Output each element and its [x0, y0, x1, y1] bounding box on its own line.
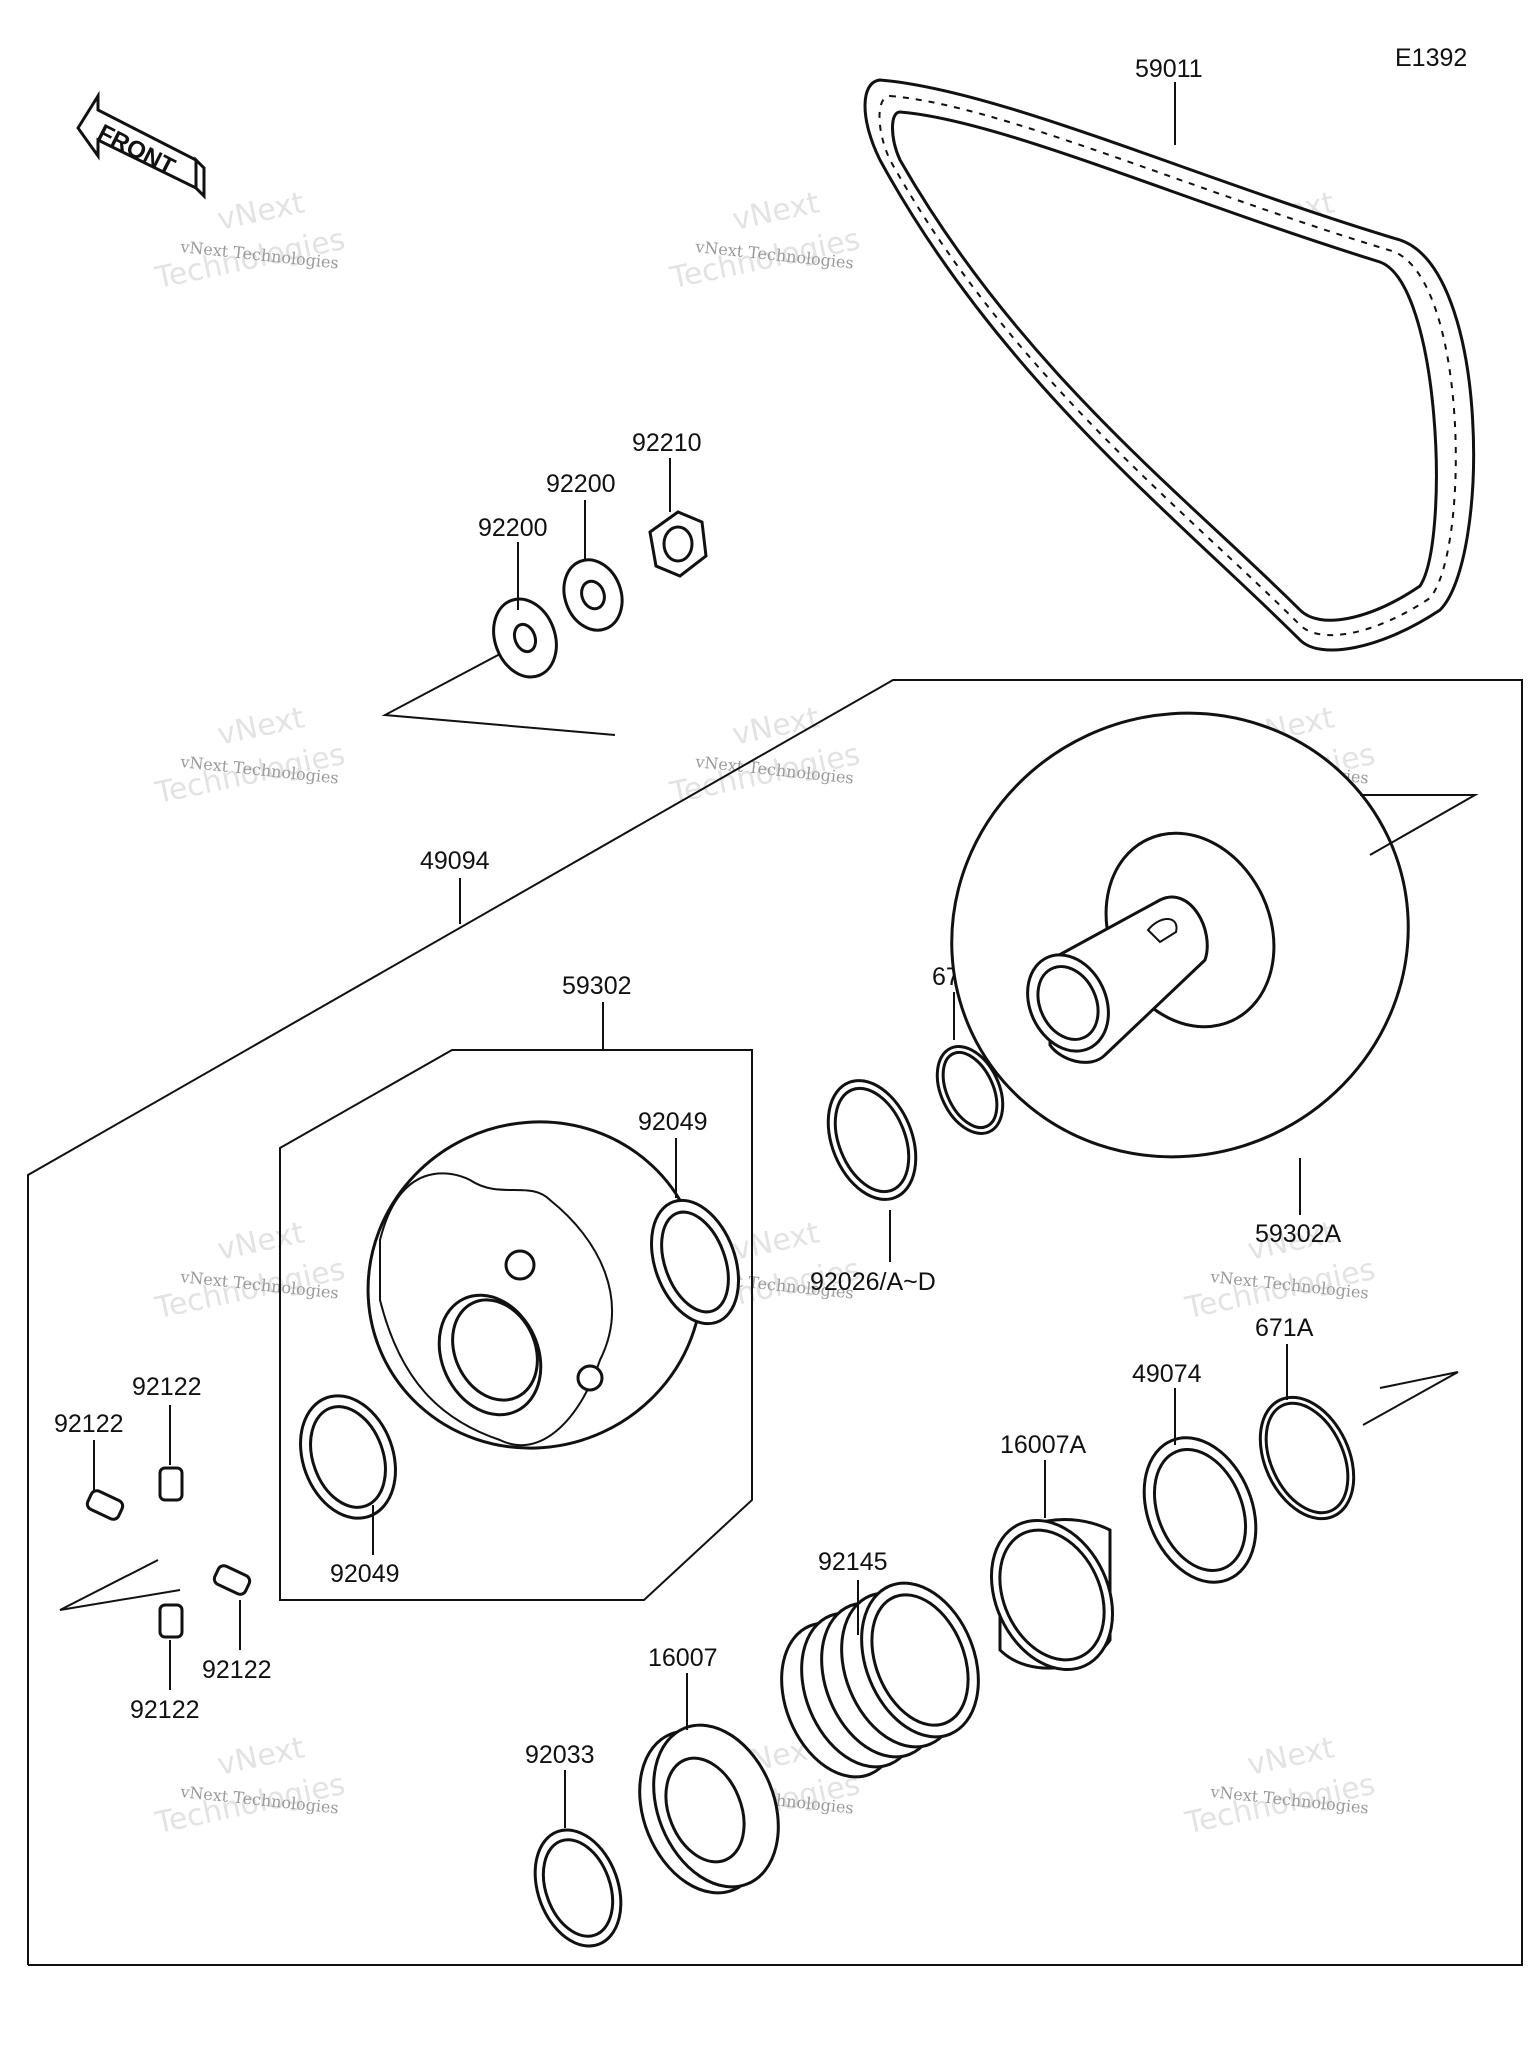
label-92122-3: 92122	[202, 1656, 272, 1684]
shim-92026	[826, 1079, 918, 1201]
oil-seal-92049-bottom	[299, 1394, 397, 1520]
nut-92210	[648, 510, 708, 578]
pin-92122-4	[158, 1603, 184, 1639]
ref-code: E1392	[1395, 44, 1467, 72]
cam-16007	[638, 1723, 780, 1895]
label-59011: 59011	[1135, 55, 1203, 83]
pin-92122-2	[158, 1466, 184, 1502]
watermark-vnext: vNext	[1244, 1730, 1337, 1783]
cam-16007a	[989, 1518, 1115, 1672]
front-arrow-icon: FRONT	[76, 90, 206, 200]
washer-92200-b	[562, 558, 624, 632]
label-92122-4: 92122	[130, 1696, 200, 1724]
label-92122-2: 92122	[54, 1410, 124, 1438]
fixed-sheave-59302a	[950, 711, 1410, 1159]
label-16007a: 16007A	[1000, 1431, 1087, 1459]
label-92210: 92210	[632, 429, 702, 457]
label-59302: 59302	[562, 972, 632, 1000]
label-59302a: 59302A	[1255, 1220, 1342, 1248]
pin-92122-1	[85, 1489, 125, 1521]
washer-92200-a	[492, 597, 558, 679]
ring-671	[935, 1045, 1005, 1135]
label-92026: 92026/A~D	[810, 1268, 936, 1296]
label-92049-bottom: 92049	[330, 1560, 400, 1588]
label-49094: 49094	[420, 847, 490, 875]
washer-49074	[1142, 1436, 1258, 1584]
moving-sheave-59302	[366, 1120, 704, 1450]
spring-92145	[780, 1581, 980, 1779]
label-16007: 16007	[648, 1644, 718, 1672]
watermark-vnext: vNext	[729, 1215, 822, 1268]
circlip-92033	[533, 1828, 623, 1948]
watermark-vnext: vNext	[214, 1215, 307, 1268]
watermark-vnext: vNext	[729, 700, 822, 753]
watermark-vnext: vNext	[214, 1730, 307, 1783]
pin-92122-3	[212, 1564, 252, 1596]
label-92200-b: 92200	[546, 470, 616, 498]
label-92145: 92145	[818, 1548, 888, 1576]
label-92200-a: 92200	[478, 514, 548, 542]
label-49074: 49074	[1132, 1360, 1202, 1388]
watermark-vnext: vNext	[729, 185, 822, 238]
label-92049-top: 92049	[638, 1108, 708, 1136]
watermark-vnext: vNext	[214, 700, 307, 753]
ring-671a	[1258, 1395, 1356, 1521]
label-671a: 671A	[1255, 1314, 1314, 1342]
drive-belt-59011	[863, 78, 1476, 652]
oil-seal-92049-top	[650, 1198, 740, 1326]
watermark-vnext: vNext	[214, 185, 307, 238]
label-92033: 92033	[525, 1741, 595, 1769]
label-92122-1: 92122	[132, 1373, 202, 1401]
